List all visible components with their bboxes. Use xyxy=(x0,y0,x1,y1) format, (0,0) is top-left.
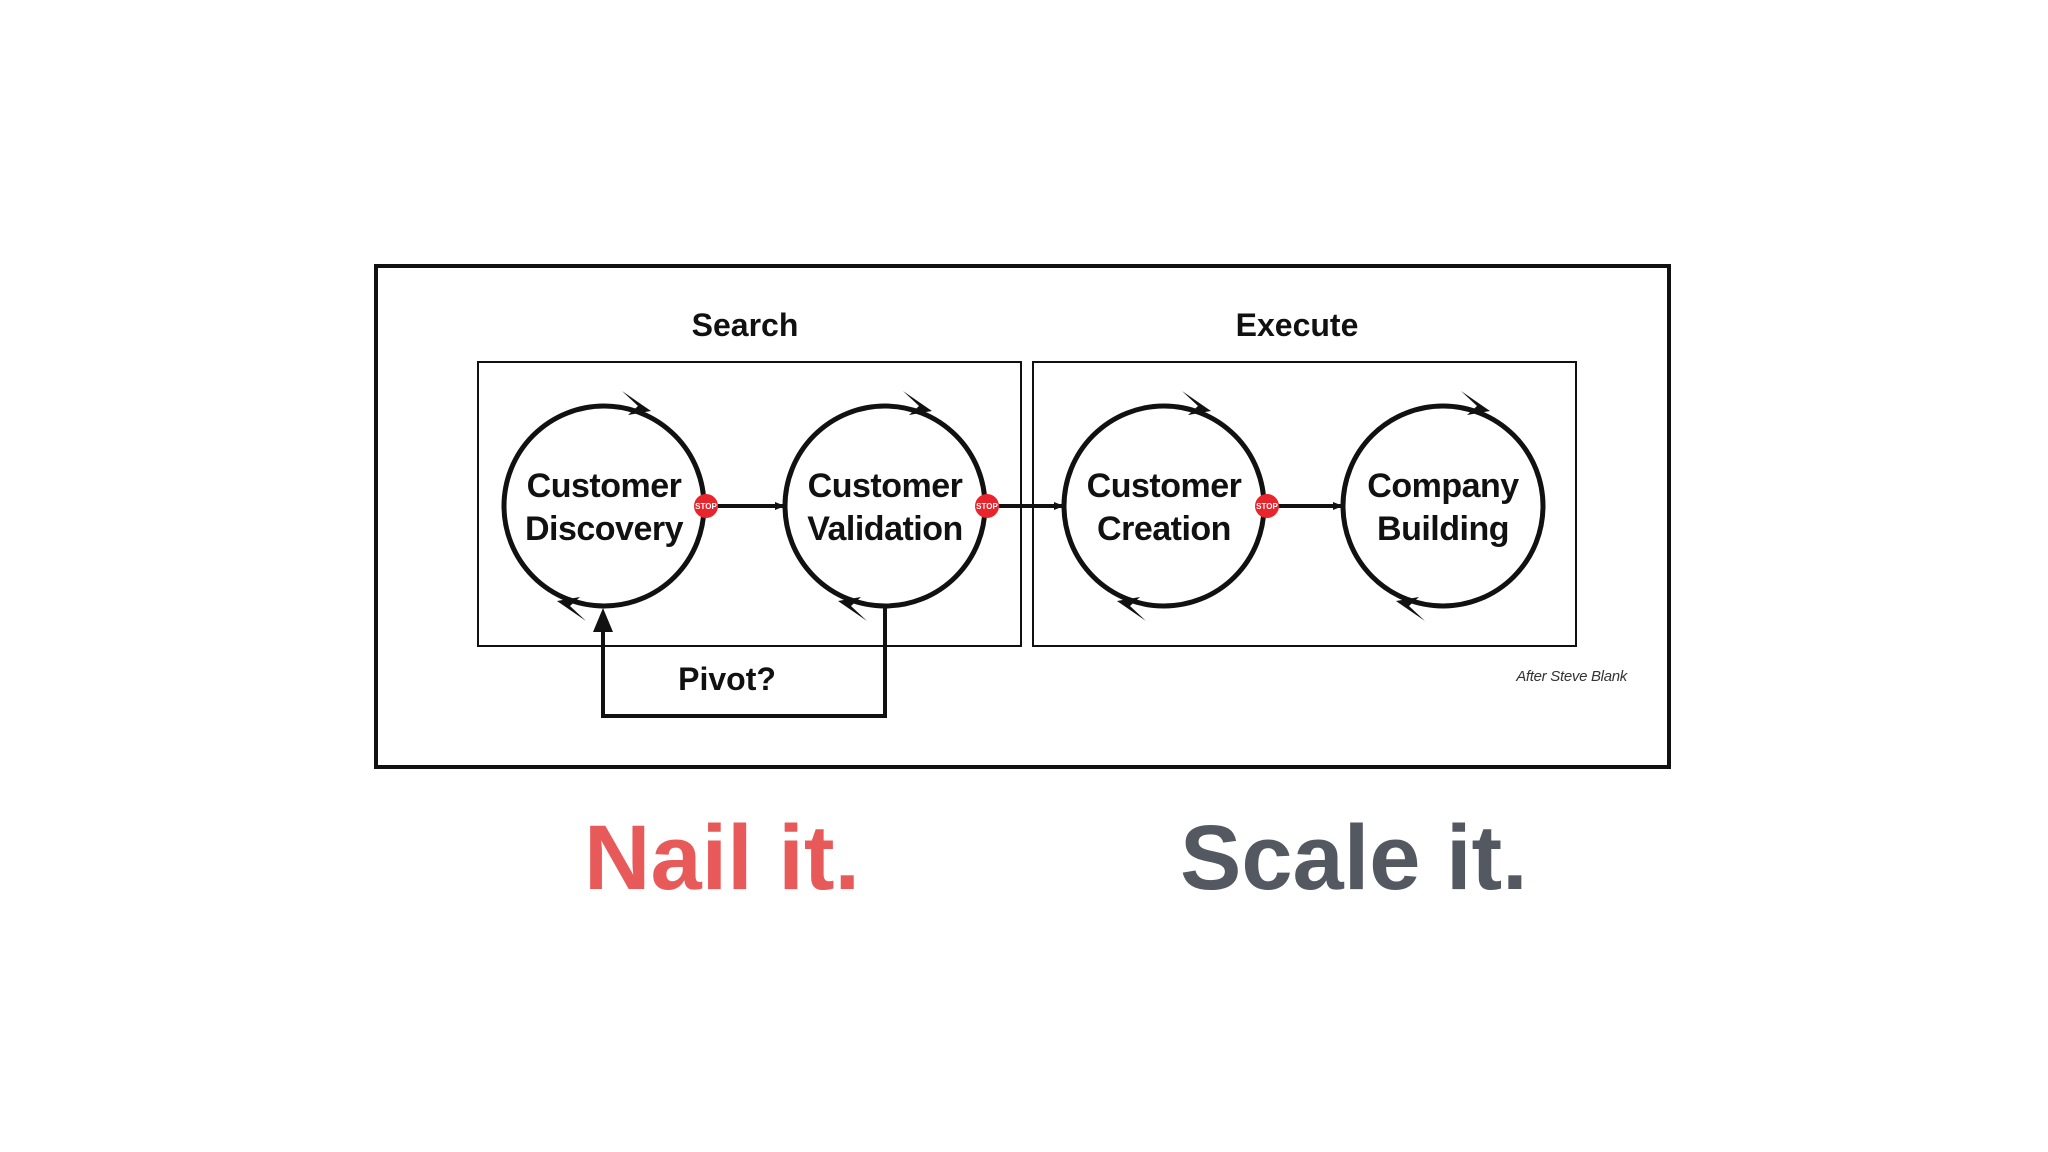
stop-sign-icon: STOP xyxy=(694,494,718,518)
stop-sign-icon: STOP xyxy=(975,494,999,518)
attribution-credit: After Steve Blank xyxy=(1515,668,1629,685)
stop-sign-label: STOP xyxy=(695,502,717,511)
outer-frame xyxy=(374,264,1671,769)
stage-customer-discovery: Customer Discovery xyxy=(501,391,707,621)
cycle-arrow-icon xyxy=(622,391,651,415)
stop-sign-label: STOP xyxy=(1256,502,1278,511)
stop-sign-icon: STOP xyxy=(1255,494,1279,518)
cycle-circle xyxy=(1340,403,1546,609)
stage-label-line2: Creation xyxy=(1097,510,1231,548)
nail-it-tagline: Nail it. xyxy=(584,807,861,909)
execute-heading: Execute xyxy=(1236,307,1359,343)
cycle-arrow-icon xyxy=(903,391,932,415)
pivot-arrowhead-icon xyxy=(593,608,613,632)
search-heading: Search xyxy=(692,307,799,343)
stage-label-line2: Building xyxy=(1377,510,1509,548)
stage-label-line1: Company xyxy=(1367,467,1519,505)
pivot-feedback-arrow xyxy=(601,606,887,718)
scale-it-tagline: Scale it. xyxy=(1180,807,1528,909)
stage-label-line1: Customer xyxy=(1087,467,1242,505)
cycle-arrow-icon xyxy=(1182,391,1211,415)
cycle-arrow-icon xyxy=(557,597,586,621)
stage-company-building: Company Building xyxy=(1340,391,1546,621)
stage-label-line2: Validation xyxy=(807,510,963,548)
stop-sign-label: STOP xyxy=(976,502,998,511)
cycle-arrow-icon xyxy=(838,597,867,621)
pivot-label: Pivot? xyxy=(678,661,776,697)
cycle-arrow-icon xyxy=(1117,597,1146,621)
cycle-arrow-icon xyxy=(1461,391,1490,415)
stage-label-line1: Customer xyxy=(527,467,682,505)
stage-label-line2: Discovery xyxy=(525,510,684,548)
stage-label-line1: Customer xyxy=(808,467,963,505)
cycle-arrow-icon xyxy=(1396,597,1425,621)
